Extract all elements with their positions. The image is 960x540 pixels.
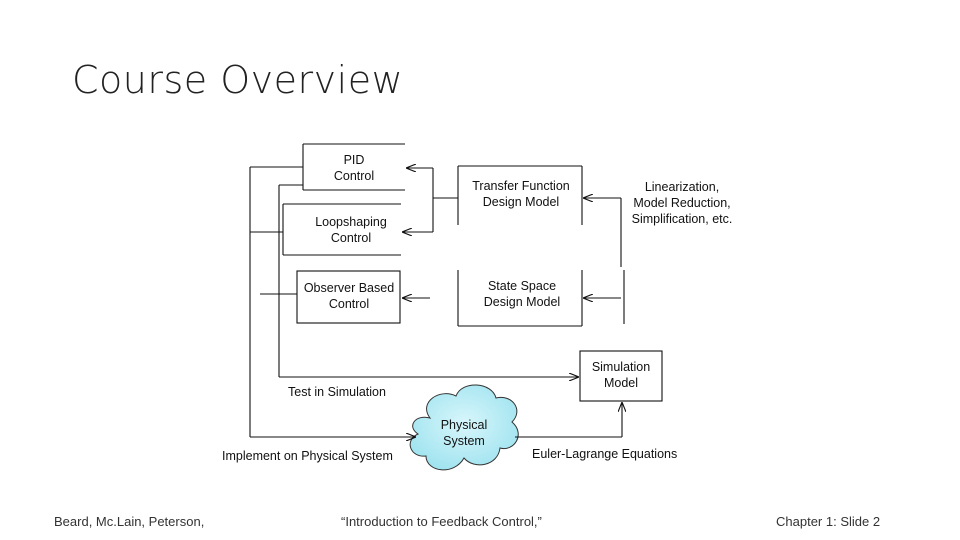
linearization-note: Linearization, Model Reduction, Simplifi… xyxy=(632,180,733,226)
observer-label-2: Control xyxy=(329,297,369,311)
euler-lagrange-label: Euler-Lagrange Equations xyxy=(532,447,677,461)
linearization-label-1: Linearization, xyxy=(645,180,719,194)
physical-label-2: System xyxy=(443,434,485,448)
loopshaping-label-2: Control xyxy=(331,231,371,245)
pid-label-2: Control xyxy=(334,169,374,183)
state-space-label-2: Design Model xyxy=(484,295,560,309)
state-space-label-1: State Space xyxy=(488,279,556,293)
simulation-model-block: Simulation Model xyxy=(579,350,663,402)
simulation-label-2: Model xyxy=(604,376,638,390)
transfer-function-label-1: Transfer Function xyxy=(472,179,570,193)
slide-title: Course Overview xyxy=(72,58,404,102)
observer-control-block: Observer Based Control xyxy=(296,270,401,324)
footer-authors: Beard, Mc.Lain, Peterson, xyxy=(54,514,205,529)
test-in-simulation-label: Test in Simulation xyxy=(288,385,386,399)
transfer-function-label-2: Design Model xyxy=(483,195,559,209)
physical-system-cloud: Physical System xyxy=(409,384,519,471)
linearization-label-2: Model Reduction, xyxy=(633,196,730,210)
implement-label: Implement on Physical System xyxy=(222,449,393,463)
transfer-function-block: Transfer Function Design Model xyxy=(457,165,583,225)
flow-lines xyxy=(249,167,624,437)
loopshaping-label-1: Loopshaping xyxy=(315,215,387,229)
simulation-label-1: Simulation xyxy=(592,360,650,374)
observer-label-1: Observer Based xyxy=(304,281,394,295)
footer-slide-number: Chapter 1: Slide 2 xyxy=(776,514,881,529)
pid-label-1: PID xyxy=(344,153,365,167)
linearization-label-3: Simplification, etc. xyxy=(632,212,733,226)
state-space-block: State Space Design Model xyxy=(457,270,583,327)
physical-label-1: Physical xyxy=(441,418,488,432)
loopshaping-control-block: Loopshaping Control xyxy=(282,203,401,256)
pid-control-block: PID Control xyxy=(302,143,405,191)
footer-book-title: “Introduction to Feedback Control,” xyxy=(341,514,542,529)
